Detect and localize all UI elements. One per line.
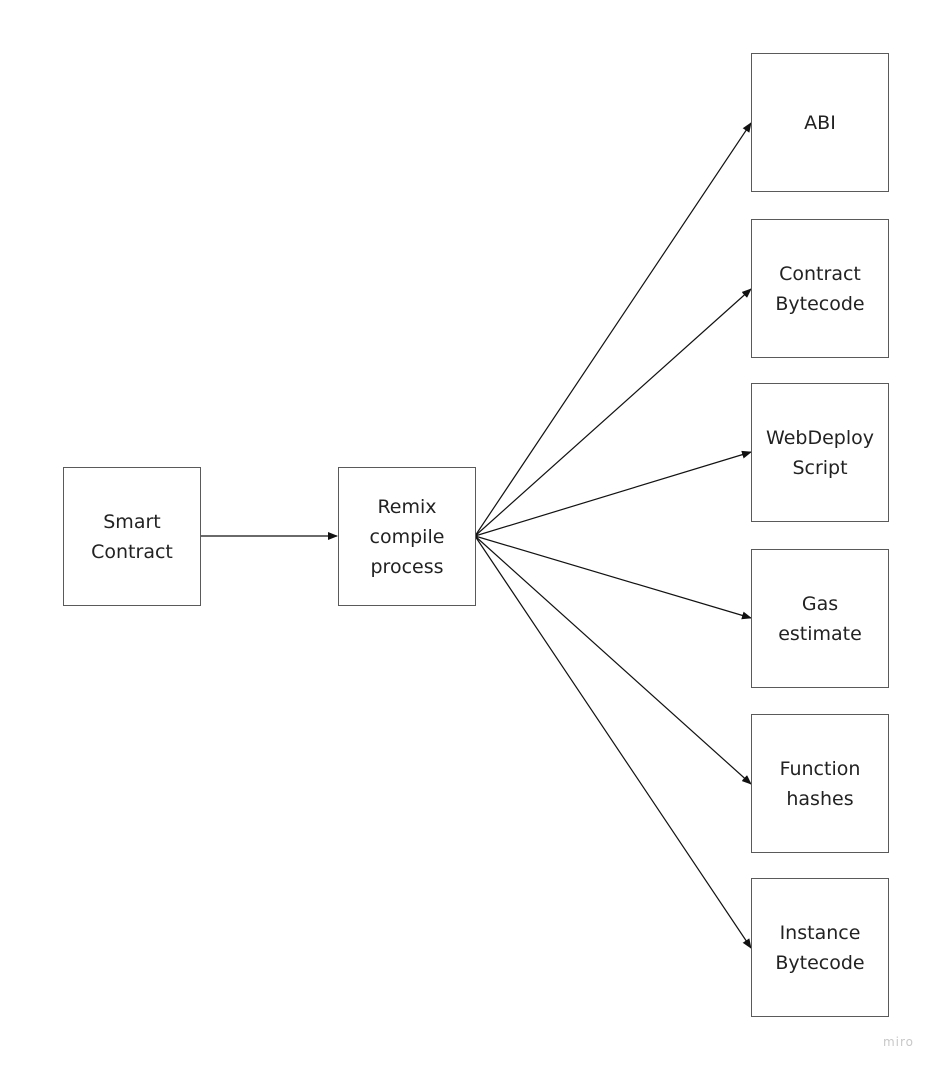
- node-remix-compile-process-label: Remix compile process: [369, 495, 445, 578]
- miro-watermark: miro: [882, 1035, 914, 1049]
- edge-process-to-webdeploy-script: [474, 450, 752, 537]
- edge-process-to-gas-estimate: [474, 535, 752, 620]
- node-function-hashes-label: Function hashes: [779, 757, 861, 810]
- edge-process-to-instance-bytecode: [474, 535, 752, 949]
- node-smart-contract: Smart Contract: [63, 467, 201, 606]
- node-instance-bytecode: Instance Bytecode: [751, 878, 889, 1017]
- node-abi: ABI: [751, 53, 889, 192]
- edge-process-to-abi: [474, 122, 752, 537]
- node-function-hashes: Function hashes: [751, 714, 889, 853]
- node-abi-label: ABI: [804, 111, 836, 134]
- node-instance-bytecode-label: Instance Bytecode: [775, 921, 865, 974]
- node-gas-estimate: Gas estimate: [751, 549, 889, 688]
- node-contract-bytecode-label: Contract Bytecode: [775, 262, 865, 315]
- edge-process-to-contract-bytecode: [474, 288, 752, 537]
- node-webdeploy-script: WebDeploy Script: [751, 383, 889, 522]
- edge-process-to-function-hashes: [474, 535, 752, 785]
- node-smart-contract-label: Smart Contract: [91, 510, 173, 563]
- node-webdeploy-script-label: WebDeploy Script: [766, 426, 874, 479]
- node-remix-compile-process: Remix compile process: [338, 467, 476, 606]
- node-gas-estimate-label: Gas estimate: [778, 592, 862, 645]
- node-contract-bytecode: Contract Bytecode: [751, 219, 889, 358]
